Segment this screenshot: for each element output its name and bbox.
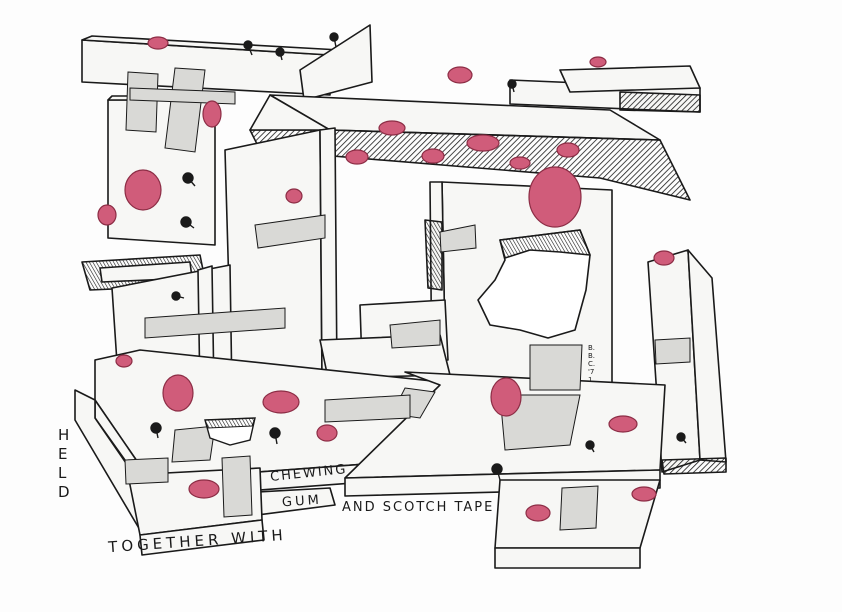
gum-blob [378,120,406,136]
thumbtack [585,440,595,453]
caption-gum: GUM [281,492,323,511]
gum-blob [608,415,638,433]
thumbtack [182,172,196,187]
tape-strip [439,224,477,253]
gum-blob [509,156,531,170]
top-right-beam [509,65,701,113]
gum-blob [188,479,220,499]
thumbtack [507,79,517,93]
thumbtack [676,432,687,444]
tape-strip [171,425,216,463]
thumbtack [269,427,281,445]
thumbtack [180,216,195,229]
tape-strip [144,307,286,339]
roof-slab [249,94,691,201]
tape-strip [164,67,206,153]
tape-strip [499,394,581,451]
gum-blob [421,148,445,164]
gum-blob [528,166,582,228]
thumbtack [150,422,162,439]
gum-blob [345,149,369,165]
base-hole [204,417,256,446]
tape-strip [559,485,599,531]
tape-strip [324,394,411,423]
thumbtack [243,40,253,56]
tape-strips [124,67,691,531]
gum-blob [525,504,551,522]
gum-blob [653,250,675,266]
thumbtack [329,32,339,48]
tape-strip [389,319,441,349]
top-beam [81,35,341,96]
tape-strip [221,455,253,518]
caption-held: HELD [58,426,73,501]
tape-strip [529,344,583,391]
gum-blob [316,424,338,442]
tape-strip [654,337,691,365]
artist-signature: B.B.C. '71 [588,344,596,384]
left-hanging-board [107,95,220,246]
gum-blob [262,390,300,414]
jagged-hole [477,229,591,339]
gum-blob [556,142,580,158]
gum-blob [147,36,169,50]
thumbtack [171,291,185,301]
gum-blob [447,66,473,84]
gum-blob [589,56,607,68]
gum-blobs [97,36,675,522]
upper-standing-board [299,24,373,101]
gum-blob [466,134,500,152]
gum-blob [202,100,222,128]
tape-strip [124,457,169,485]
thumbtacks [150,32,687,481]
tape-strip [129,87,236,105]
gum-blob [631,486,657,502]
gum-blob [490,377,522,417]
central-tall-board [224,127,338,396]
thumbtack [491,463,503,481]
tape-strip [254,214,326,249]
gum-blob [162,374,194,412]
tape-strip [125,71,159,133]
caption-and-scotch-tape: AND SCOTCH TAPE [342,500,495,515]
gum-blob [285,188,303,204]
gum-blob [115,354,133,368]
gum-blob [124,169,162,211]
gum-blob [97,204,117,226]
thumbtack [275,47,285,61]
